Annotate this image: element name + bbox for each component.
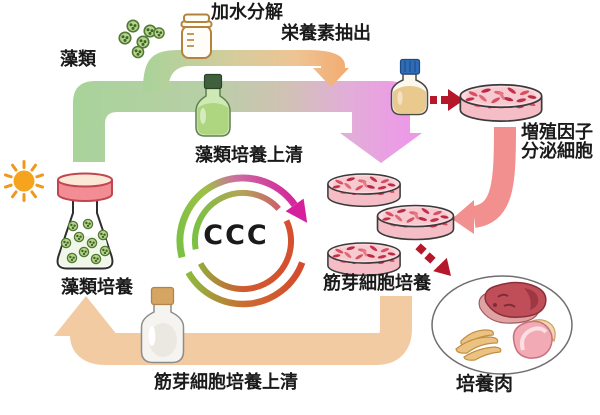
label-growth-factor-cells: 増殖因子 分泌細胞 (521, 123, 593, 161)
culture-flask-icon (56, 172, 114, 270)
hydrolysis-jar-icon (180, 13, 213, 59)
chicken-strips (455, 329, 502, 361)
myoblast-dish-3 (327, 242, 401, 277)
algae-media-flow-band (73, 81, 422, 163)
myoblast-dish-1 (327, 173, 401, 208)
algae-cells-icon (118, 19, 165, 59)
myoblast-supernatant-arrow (54, 296, 412, 365)
label-algae-culture: 藻類培養 (61, 277, 133, 298)
label-growth-factor-line2: 分泌細胞 (521, 141, 593, 162)
dashed-arrow-to-meat (415, 243, 451, 276)
beef-piece (478, 281, 547, 324)
label-growth-factor-line1: 増殖因子 (521, 122, 593, 143)
label-hydrolysis: 加水分解 (211, 2, 283, 23)
ccc-cycle-arrows (176, 174, 308, 308)
myoblast-supernatant-bottle-icon (140, 286, 185, 364)
label-myoblast-culture: 筋芽細胞培養 (323, 273, 431, 294)
myoblast-dish-2 (376, 204, 455, 241)
nutrient-extraction-arrow (143, 50, 349, 92)
growth-factor-cells-dish (459, 83, 543, 123)
label-myoblast-supernatant: 筋芽細胞培養上清 (154, 372, 298, 393)
growth-factor-arrow (452, 126, 516, 234)
medium-bottle-icon (390, 58, 429, 116)
sun-icon (3, 160, 45, 202)
label-algae: 藻類 (60, 49, 96, 70)
label-cultured-meat: 培養肉 (456, 373, 514, 395)
dashed-arrow-to-cells (430, 89, 464, 111)
pork-piece (512, 319, 556, 359)
label-algae-supernatant: 藻類培養上清 (195, 145, 303, 166)
algae-supernatant-bottle-icon (195, 73, 231, 137)
label-ccc-center: CCC (203, 220, 269, 251)
cultured-meat-plate-icon (431, 275, 573, 375)
label-nutrient-extraction: 栄養素抽出 (281, 23, 371, 44)
